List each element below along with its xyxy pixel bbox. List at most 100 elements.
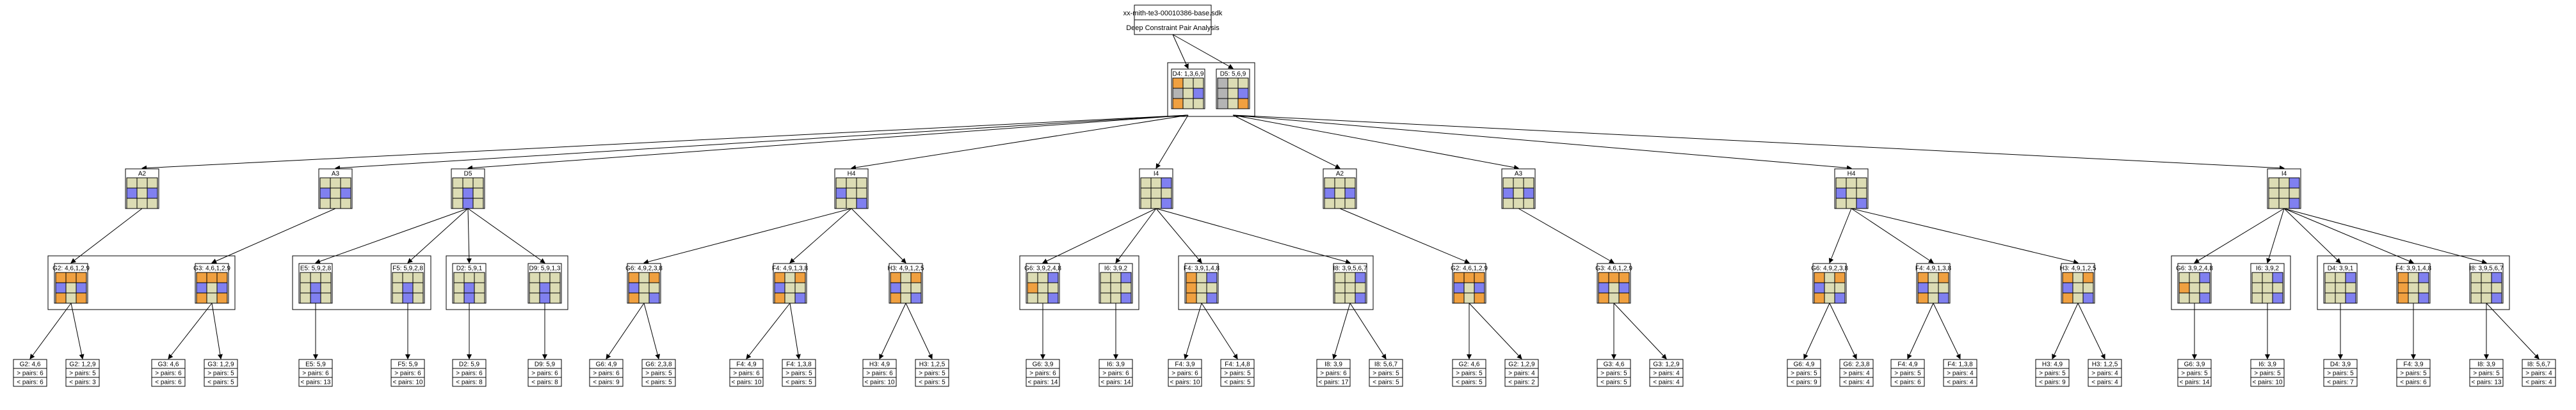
grid-cell: [2189, 282, 2200, 294]
leaf-label: I8: 3,9: [1324, 361, 1342, 368]
grid-cell: [1856, 177, 1867, 189]
grid-cell: [1453, 272, 1465, 283]
leaf-greater-pairs: > pairs: 4: [2091, 370, 2118, 377]
grid-cell: [1037, 292, 1049, 304]
node-label: D9: 5,9,1,3: [529, 265, 561, 272]
grid-cell: [846, 187, 857, 199]
grid-cell: [216, 272, 228, 283]
leaf-label: G6: 2,3,8: [1843, 361, 1870, 368]
node-label: G6: 3,9,2,4,8: [2176, 265, 2213, 272]
grid-cell: [310, 282, 321, 294]
tree-edge: [1851, 208, 1934, 264]
node-label: D4: 3,9,1: [2328, 265, 2354, 272]
leaf-greater-pairs: > pairs: 5: [2473, 370, 2500, 377]
level2-node-2: G3: 4,6,1,2,9: [193, 263, 230, 304]
node-label: G3: 4,6,1,2,9: [193, 265, 230, 272]
grid-cell: [1047, 292, 1059, 304]
grid-cell: [462, 177, 474, 189]
grid-cell: [1227, 77, 1239, 89]
leaf-less-pairs: < pairs: 14: [1101, 379, 1131, 386]
node-label: I4: [1154, 171, 1159, 178]
leaf-label: H3: 1,2,5: [2092, 361, 2118, 368]
leaf-less-pairs: < pairs: 10: [1170, 379, 1200, 386]
grid-cell: [2251, 282, 2263, 294]
grid-cell: [2082, 282, 2094, 294]
grid-cell: [1344, 292, 1356, 304]
leaf-node-10: G6: 2,3,8> pairs: 5< pairs: 5: [641, 359, 676, 387]
leaf-greater-pairs: > pairs: 5: [2400, 370, 2427, 377]
grid-cell: [1237, 88, 1249, 99]
node-label: G6: 3,9,2,4,8: [1024, 265, 1061, 272]
grid-cell: [774, 282, 785, 294]
leaf-label: H3: 1,2,5: [919, 361, 946, 368]
grid-cell: [2470, 292, 2482, 304]
grid-cell: [2470, 272, 2482, 283]
grid-cell: [462, 198, 474, 209]
grid-cell: [1193, 98, 1204, 109]
tree-edge: [1469, 303, 1522, 359]
grid-cell: [1824, 272, 1835, 283]
grid-cell: [648, 282, 660, 294]
leaf-node-12: F4: 1,3,8> pairs: 5< pairs: 5: [782, 359, 816, 387]
tree-edge: [1232, 114, 1340, 169]
grid-cell: [216, 282, 228, 294]
grid-cell: [2272, 272, 2283, 283]
tree-edge: [606, 303, 645, 359]
grid-cell: [1474, 282, 1485, 294]
grid-cell: [55, 292, 67, 304]
grid-cell: [147, 198, 158, 209]
leaf-greater-pairs: > pairs: 6: [456, 370, 483, 377]
leaf-greater-pairs: > pairs: 5: [69, 370, 96, 377]
leaf-label: I8: 3,9: [2477, 361, 2495, 368]
grid-cell: [452, 187, 463, 199]
grid-cell: [1140, 187, 1152, 199]
leaf-less-pairs: < pairs: 3: [69, 379, 96, 386]
leaf-label: G2: 1,2,9: [1508, 361, 1535, 368]
level2-node-3: E5: 5,9,2,8: [298, 263, 333, 304]
grid-cell: [2345, 292, 2356, 304]
grid-cell: [1928, 282, 1939, 294]
leaf-greater-pairs: > pairs: 6: [733, 370, 760, 377]
grid-cell: [628, 292, 640, 304]
level2-node-10: G6: 3,9,2,4,8: [1024, 263, 1061, 304]
header-node: xx-mith-te3-00010386-base.sdk Deep Const…: [1123, 4, 1223, 35]
grid-cell: [300, 282, 311, 294]
grid-cell: [319, 177, 331, 189]
level2-node-4: F5: 5,9,2,8: [390, 263, 425, 304]
node-label: D5: [464, 171, 472, 178]
leaf-label: H3: 4,9: [869, 361, 890, 368]
grid-cell: [196, 282, 207, 294]
leaf-label: F5: 5,9: [398, 361, 418, 368]
leaf-node-17: F4: 3,9> pairs: 6< pairs: 10: [1168, 359, 1202, 387]
level1-node-6: A2: [1323, 168, 1357, 209]
leaf-greater-pairs: > pairs: 6: [155, 370, 182, 377]
leaf-less-pairs: < pairs: 9: [1791, 379, 1817, 386]
leaf-node-9: G6: 4,9> pairs: 6< pairs: 9: [589, 359, 624, 387]
leaf-label: F4: 4,9: [736, 361, 757, 368]
grid-cell: [206, 272, 218, 283]
grid-cell: [1846, 177, 1857, 189]
grid-cell: [539, 282, 551, 294]
leaf-node-30: H3: 1,2,5> pairs: 4< pairs: 4: [2088, 359, 2122, 387]
grid-cell: [2289, 177, 2300, 189]
grid-cell: [402, 282, 414, 294]
leaf-greater-pairs: > pairs: 5: [1894, 370, 1921, 377]
tree-edge: [1518, 208, 1614, 264]
grid-cell: [320, 282, 332, 294]
leaf-label: F4: 1,3,8: [786, 361, 812, 368]
grid-cell: [2418, 272, 2429, 283]
grid-cell: [856, 198, 867, 209]
grid-cell: [1835, 187, 1847, 199]
grid-cell: [126, 187, 138, 199]
leaf-less-pairs: < pairs: 6: [1894, 379, 1921, 386]
leaf-greater-pairs: > pairs: 5: [1456, 370, 1483, 377]
grid-cell: [206, 282, 218, 294]
grid-cell: [1161, 198, 1172, 209]
tree-edge: [141, 114, 1189, 171]
leaf-node-29: H3: 4,9> pairs: 5< pairs: 9: [2035, 359, 2070, 387]
grid-cell: [2408, 282, 2419, 294]
leaf-less-pairs: < pairs: 6: [2400, 379, 2427, 386]
grid-cell: [55, 282, 67, 294]
grid-cell: [320, 292, 332, 304]
tree-edge: [467, 208, 545, 264]
